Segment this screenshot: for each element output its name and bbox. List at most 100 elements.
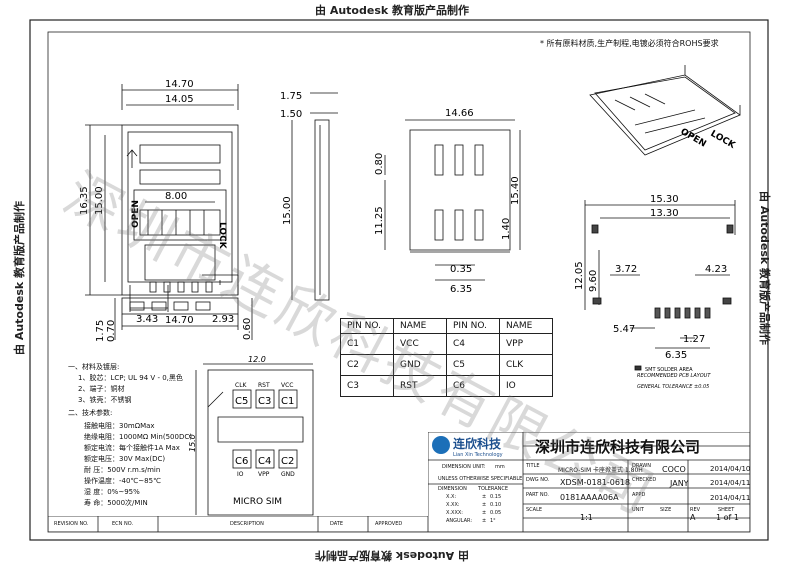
dim-front-width: 14.70 <box>165 315 194 326</box>
edge-watermark-top: 由 Autodesk 教育版产品制作 <box>315 4 470 17</box>
revision-header: APPROVED <box>375 521 403 527</box>
dim-pitch: 8.00 <box>165 191 187 202</box>
bottom-view-drawing: 14.66 15.40 0.80 11.25 1.40 0.35 6.35 <box>374 108 521 295</box>
spec-tech-3: 额定电流：每个接触件1A Max <box>84 444 180 452</box>
spec-tech-4: 额定电压：30V Max(DC) <box>84 455 166 463</box>
unit-label: UNIT <box>632 507 644 513</box>
sheet-value: 1 of 1 <box>716 513 739 522</box>
spec-material-3: 3、铁壳：不锈钢 <box>78 396 132 404</box>
pcb-legend-3: GENERAL TOLERANCE ±0.05 <box>637 384 710 390</box>
tol-row-sign: ± <box>482 494 487 500</box>
revision-header: DATE <box>330 521 344 527</box>
dimension-label: DIMENSION <box>438 486 467 492</box>
spec-tech-1: 接触电阻：30mΩMax <box>84 422 155 430</box>
card-pin-name: VPP <box>258 471 270 478</box>
dim-pcb-h1: 12.05 <box>574 261 585 290</box>
front-view-drawing: 14.70 1.75 0.70 0.60 <box>95 297 253 342</box>
pin-table-header: NAME <box>499 318 553 334</box>
pcb-legend-2: RECOMMENDED PCB LAYOUT <box>637 373 711 379</box>
dim-pcb-e: 6.35 <box>665 350 687 361</box>
dim-unit: mm <box>495 464 505 470</box>
dim-mid-b: 11.25 <box>374 206 385 235</box>
pin-table-cell: RST <box>393 375 447 397</box>
spec-tech-8: 寿 命：5000次/MIN <box>84 499 148 507</box>
dim-front-thickness: 0.60 <box>242 318 253 340</box>
card-pin-name: VCC <box>281 382 293 389</box>
checked-date: 2014/04/11 <box>710 479 751 487</box>
tol-row-label: ANGULAR: <box>446 518 473 524</box>
drawn-by: COCO <box>662 465 686 474</box>
pin-table-cell: C6 <box>446 375 500 397</box>
card-pin-name: IO <box>237 471 244 478</box>
dim-height-inner: 15.00 <box>94 186 105 215</box>
scale-label: SCALE <box>526 507 543 513</box>
dim-front-h1: 1.75 <box>95 320 106 342</box>
dim-side-b: 1.50 <box>280 109 302 120</box>
spec-heading-tech: 二、技术参数: <box>68 409 113 417</box>
pcb-legend-1: SMT SOLDER AREA <box>645 367 693 373</box>
dim-mid-height: 15.40 <box>510 176 521 205</box>
tol-row-label: X.XXX: <box>446 510 463 516</box>
tol-row-label: X.X: <box>446 494 457 500</box>
dwg-number: XDSM-0181-0618 <box>560 478 631 487</box>
spec-heading-material: 一、材料及镀层: <box>68 363 120 371</box>
part-description: MICRO-SIM 卡座掀盖式 1.80H <box>558 467 643 474</box>
tolerance-label: TOLERANCE <box>478 486 509 492</box>
spec-material-2: 2、端子：铜材 <box>78 385 125 393</box>
title-block <box>428 432 750 532</box>
card-pin-name: RST <box>258 382 270 389</box>
dim-mid-width: 14.66 <box>445 108 474 119</box>
drawn-date: 2014/04/10 <box>710 465 751 473</box>
open-label: OPEN <box>131 200 141 228</box>
dim-d2: 2.93 <box>212 314 234 325</box>
tol-row-label: X.XX: <box>446 502 460 508</box>
spec-tech-5: 耐 压：500V r.m.s/min <box>84 466 161 474</box>
dim-mid-e: 6.35 <box>450 284 472 295</box>
part-label: PART NO. <box>526 492 549 498</box>
isometric-view-drawing: OPEN LOCK <box>589 65 741 156</box>
lock-label: LOCK <box>217 222 227 250</box>
tol-row-sign: ± <box>482 510 487 516</box>
dim-front-h2: 0.70 <box>106 320 117 342</box>
pin-table-cell: IO <box>499 375 553 397</box>
card-pin-name: GND <box>281 471 295 478</box>
dwg-label: DWG NO. <box>526 477 550 483</box>
dim-unit-label: DIMENSION UNIT: <box>442 464 486 470</box>
logo-en: Lian Xin Technology <box>453 452 503 458</box>
size-label: SIZE <box>660 507 672 513</box>
side-view-drawing: 1.75 1.50 15.00 <box>280 91 338 301</box>
dim-mid-a: 0.80 <box>374 153 385 175</box>
revision-header: ECN NO. <box>112 521 134 527</box>
approved-label: APPD <box>632 492 646 498</box>
card-pin-id: C3 <box>258 396 271 407</box>
dim-side-c: 15.00 <box>282 196 293 225</box>
card-pin-id: C2 <box>281 456 294 467</box>
dim-pcb-w1: 15.30 <box>650 194 679 205</box>
dim-width-inner: 14.05 <box>165 94 194 105</box>
checked-label: CHECKED <box>632 477 657 483</box>
scale-value: 1:1 <box>580 513 593 522</box>
pin-table-cell: CLK <box>499 354 553 376</box>
card-width-dim: 12.0 <box>248 355 266 364</box>
spec-tech-7: 湿 度：0%~95% <box>84 488 140 496</box>
dim-mid-c: 1.40 <box>501 218 512 240</box>
dim-pcb-c: 5.47 <box>613 324 635 335</box>
card-pin-id: C1 <box>281 396 294 407</box>
card-pin-id: C6 <box>235 456 248 467</box>
title-label: TITLE <box>526 463 540 469</box>
card-pin-name: CLK <box>235 382 248 389</box>
rohs-note: * 所有原料材质,生产制程,电镀必须符合ROHS要求 <box>540 39 719 48</box>
revision-row <box>48 516 428 532</box>
tol-row-value: 0.05 <box>490 510 502 516</box>
card-pin-id: C5 <box>235 396 248 407</box>
dim-mid-d: 0.35 <box>450 264 472 275</box>
spec-tech-2: 绝缘电阻：1000MΩ Min(500DC) <box>84 433 192 441</box>
tol-row-value: 0.10 <box>490 502 502 508</box>
pin-table-header: PIN NO. <box>446 318 500 334</box>
tol-row-sign: ± <box>482 502 487 508</box>
revision-header: DESCRIPTION <box>230 521 264 527</box>
tol-row-value: 1° <box>490 518 496 524</box>
card-pin-id: C4 <box>258 456 271 467</box>
unless-note: UNLESS OTHERWISE SPECIFIABLE <box>438 476 523 482</box>
